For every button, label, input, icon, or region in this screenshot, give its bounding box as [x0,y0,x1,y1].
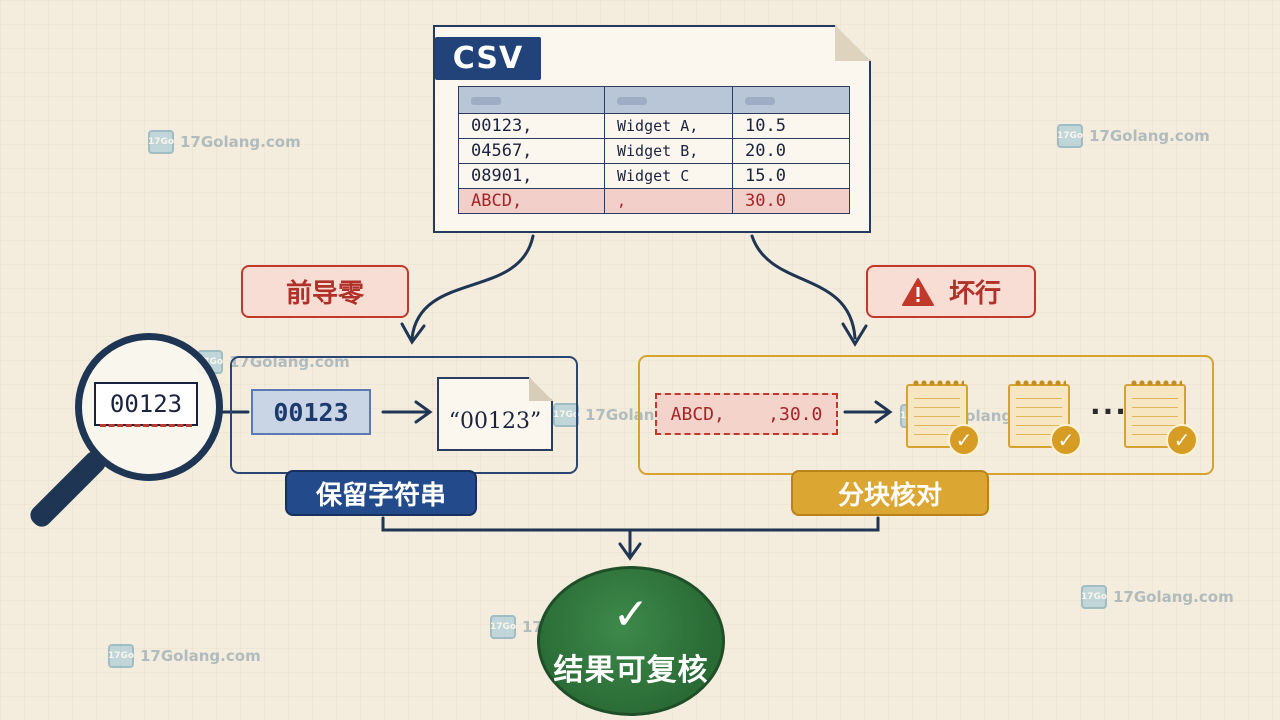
watermark-logo-icon: 17Go [1057,124,1083,148]
leading-zero-label: 前导零 [241,265,409,318]
warning-icon [901,277,934,306]
watermark-logo-icon: 17Go [148,130,174,154]
watermark-logo-icon: 17Go [490,615,516,639]
bad-row-label: 坏行 [866,265,1036,318]
arrow-head [841,322,868,347]
bad-row-box: ABCD, ,30.0 [655,393,838,435]
chunk-calendar: ✓ [1124,378,1198,456]
chunk-check-label: 分块核对 [791,470,989,516]
chunk-calendar: ✓ [1008,378,1082,456]
arrow-keep-to-result [381,516,632,558]
csv-badge: CSV [435,37,541,80]
check-icon: ✓ [948,424,980,456]
table-row: 00123,Widget A,10.5 [458,113,850,139]
csv-table: 00123,Widget A,10.5 04567,Widget B,20.0 … [458,86,850,214]
blurred-header [617,97,647,105]
arrow-csv-to-leading [410,234,535,340]
magnified-value: 00123 [94,382,198,426]
table-header-row [458,86,850,114]
check-icon: ✓ [1166,424,1198,456]
table-row: 04567,Widget B,20.0 [458,138,850,164]
number-value-box: 00123 [251,389,371,435]
table-row-bad: ABCD,,30.0 [458,188,850,214]
result-label: 结果可复核 [553,653,709,688]
watermark-logo-icon: 17Go [1081,585,1107,609]
chunk-calendar: ✓ [906,378,980,456]
watermark-logo-icon: 17Go [108,644,134,668]
arrow-head [874,400,893,424]
result-badge: ✓ 结果可复核 [537,566,725,716]
arrow-head [414,400,433,424]
check-icon: ✓ [1050,424,1082,456]
arrow-head [618,542,642,561]
arrow-head [400,322,426,345]
check-icon: ✓ [612,589,650,640]
keep-string-label: 保留字符串 [285,470,477,516]
arrow-csv-to-bad [750,234,857,340]
magnified-underline [100,424,192,427]
watermark-logo-icon: 17Go [553,403,579,427]
ellipsis: ··· [1090,395,1128,428]
blurred-header [471,97,501,105]
arrow-chunk-to-result [628,516,880,532]
blurred-header [745,97,775,105]
